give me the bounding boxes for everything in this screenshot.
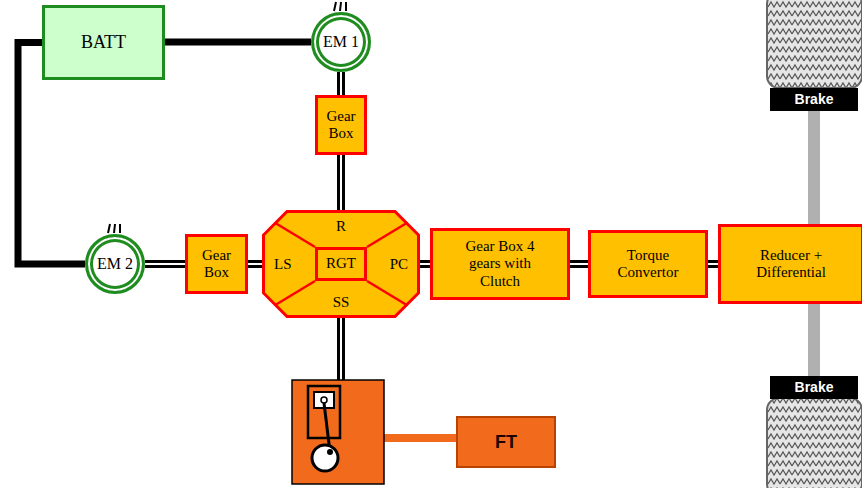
converter-box: Torque Convertor [588, 230, 708, 298]
shaft-connector [420, 264, 430, 265]
shaft-connector [248, 264, 262, 265]
shaft-connector [145, 264, 185, 265]
planetary-octagon: R LS PC SS RGT [262, 210, 420, 318]
wire-connector [165, 42, 311, 43]
axle-connector [814, 304, 815, 376]
shaft-connector [341, 72, 342, 95]
shaft-connector [570, 264, 588, 265]
node-label: SS [262, 294, 420, 311]
shaft-connector [341, 155, 342, 210]
node-label: LS [274, 256, 292, 273]
fuel-tank-box: FT [456, 416, 556, 468]
node-label: EM 2 [97, 255, 133, 273]
gearbox-box: Gear Box 4 gears with Clutch [430, 228, 570, 300]
node-label: Torque Convertor [618, 247, 679, 282]
node-label: Brake [795, 379, 834, 395]
wheel [767, 0, 862, 88]
node-label: Reducer + Differential [756, 247, 826, 282]
engine-symbol [292, 380, 384, 484]
motor-circle: EM 1 [311, 12, 371, 72]
node-label: R [262, 218, 420, 235]
engine-shaft [341, 318, 342, 381]
node-label: FT [495, 432, 517, 453]
brake-band: Brake [770, 376, 858, 399]
rgt-box: RGT [315, 247, 367, 281]
node-label: PC [390, 256, 408, 273]
node-label: EM 1 [323, 33, 359, 51]
motor-circle: EM 2 [85, 234, 145, 294]
node-label: Gear Box [326, 108, 355, 143]
gearbox-box: Gear Box [315, 95, 367, 155]
axle-connector [814, 111, 815, 224]
fuel-line [383, 434, 457, 442]
differential-box: Reducer + Differential [718, 224, 862, 304]
node-label: Brake [795, 91, 834, 107]
shaft-connector [708, 264, 718, 265]
battery-box: BATT [42, 5, 165, 80]
node-label: BATT [81, 32, 126, 53]
node-label: Gear Box [202, 247, 231, 282]
gearbox-box: Gear Box [185, 234, 248, 294]
wheel [767, 398, 862, 488]
node-label: RGT [326, 255, 356, 272]
brake-band: Brake [770, 88, 858, 111]
node-label: Gear Box 4 gears with Clutch [454, 238, 546, 290]
